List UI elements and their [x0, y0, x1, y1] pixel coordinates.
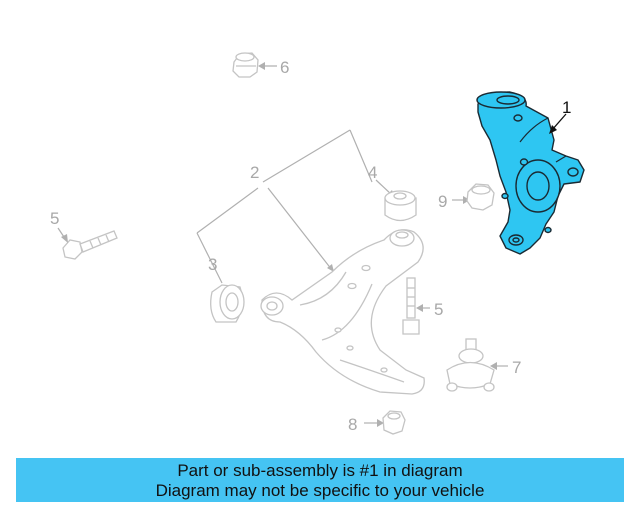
nut-part-9[interactable]	[466, 183, 495, 211]
bolt-part-5-left[interactable]	[62, 230, 118, 260]
callout-5-left[interactable]: 5	[50, 209, 59, 228]
callout-5-mid[interactable]: 5	[434, 300, 443, 319]
nut-part-8[interactable]	[382, 410, 406, 435]
ball-joint-part-7[interactable]	[446, 338, 495, 392]
callout-9[interactable]: 9	[438, 192, 447, 211]
callout-6[interactable]: 6	[280, 58, 289, 77]
nut-part-6[interactable]	[232, 52, 259, 78]
callout-7[interactable]: 7	[512, 358, 521, 377]
steering-knuckle-part-1[interactable]	[476, 91, 585, 255]
info-banner: Part or sub-assembly is #1 in diagram Di…	[16, 458, 624, 502]
banner-line-1: Part or sub-assembly is #1 in diagram	[177, 461, 463, 480]
banner-line-2: Diagram may not be specific to your vehi…	[155, 481, 485, 500]
callout-8[interactable]: 8	[348, 415, 357, 434]
bushing-part-4[interactable]	[384, 190, 417, 222]
callout-3[interactable]: 3	[208, 255, 217, 274]
callout-4[interactable]: 4	[368, 163, 377, 182]
callout-1[interactable]: 1	[562, 98, 571, 117]
control-arm[interactable]	[260, 229, 425, 395]
bolt-part-5-mid[interactable]	[402, 277, 420, 335]
bushing-part-3[interactable]	[210, 284, 245, 323]
callout-2[interactable]: 2	[250, 163, 259, 182]
